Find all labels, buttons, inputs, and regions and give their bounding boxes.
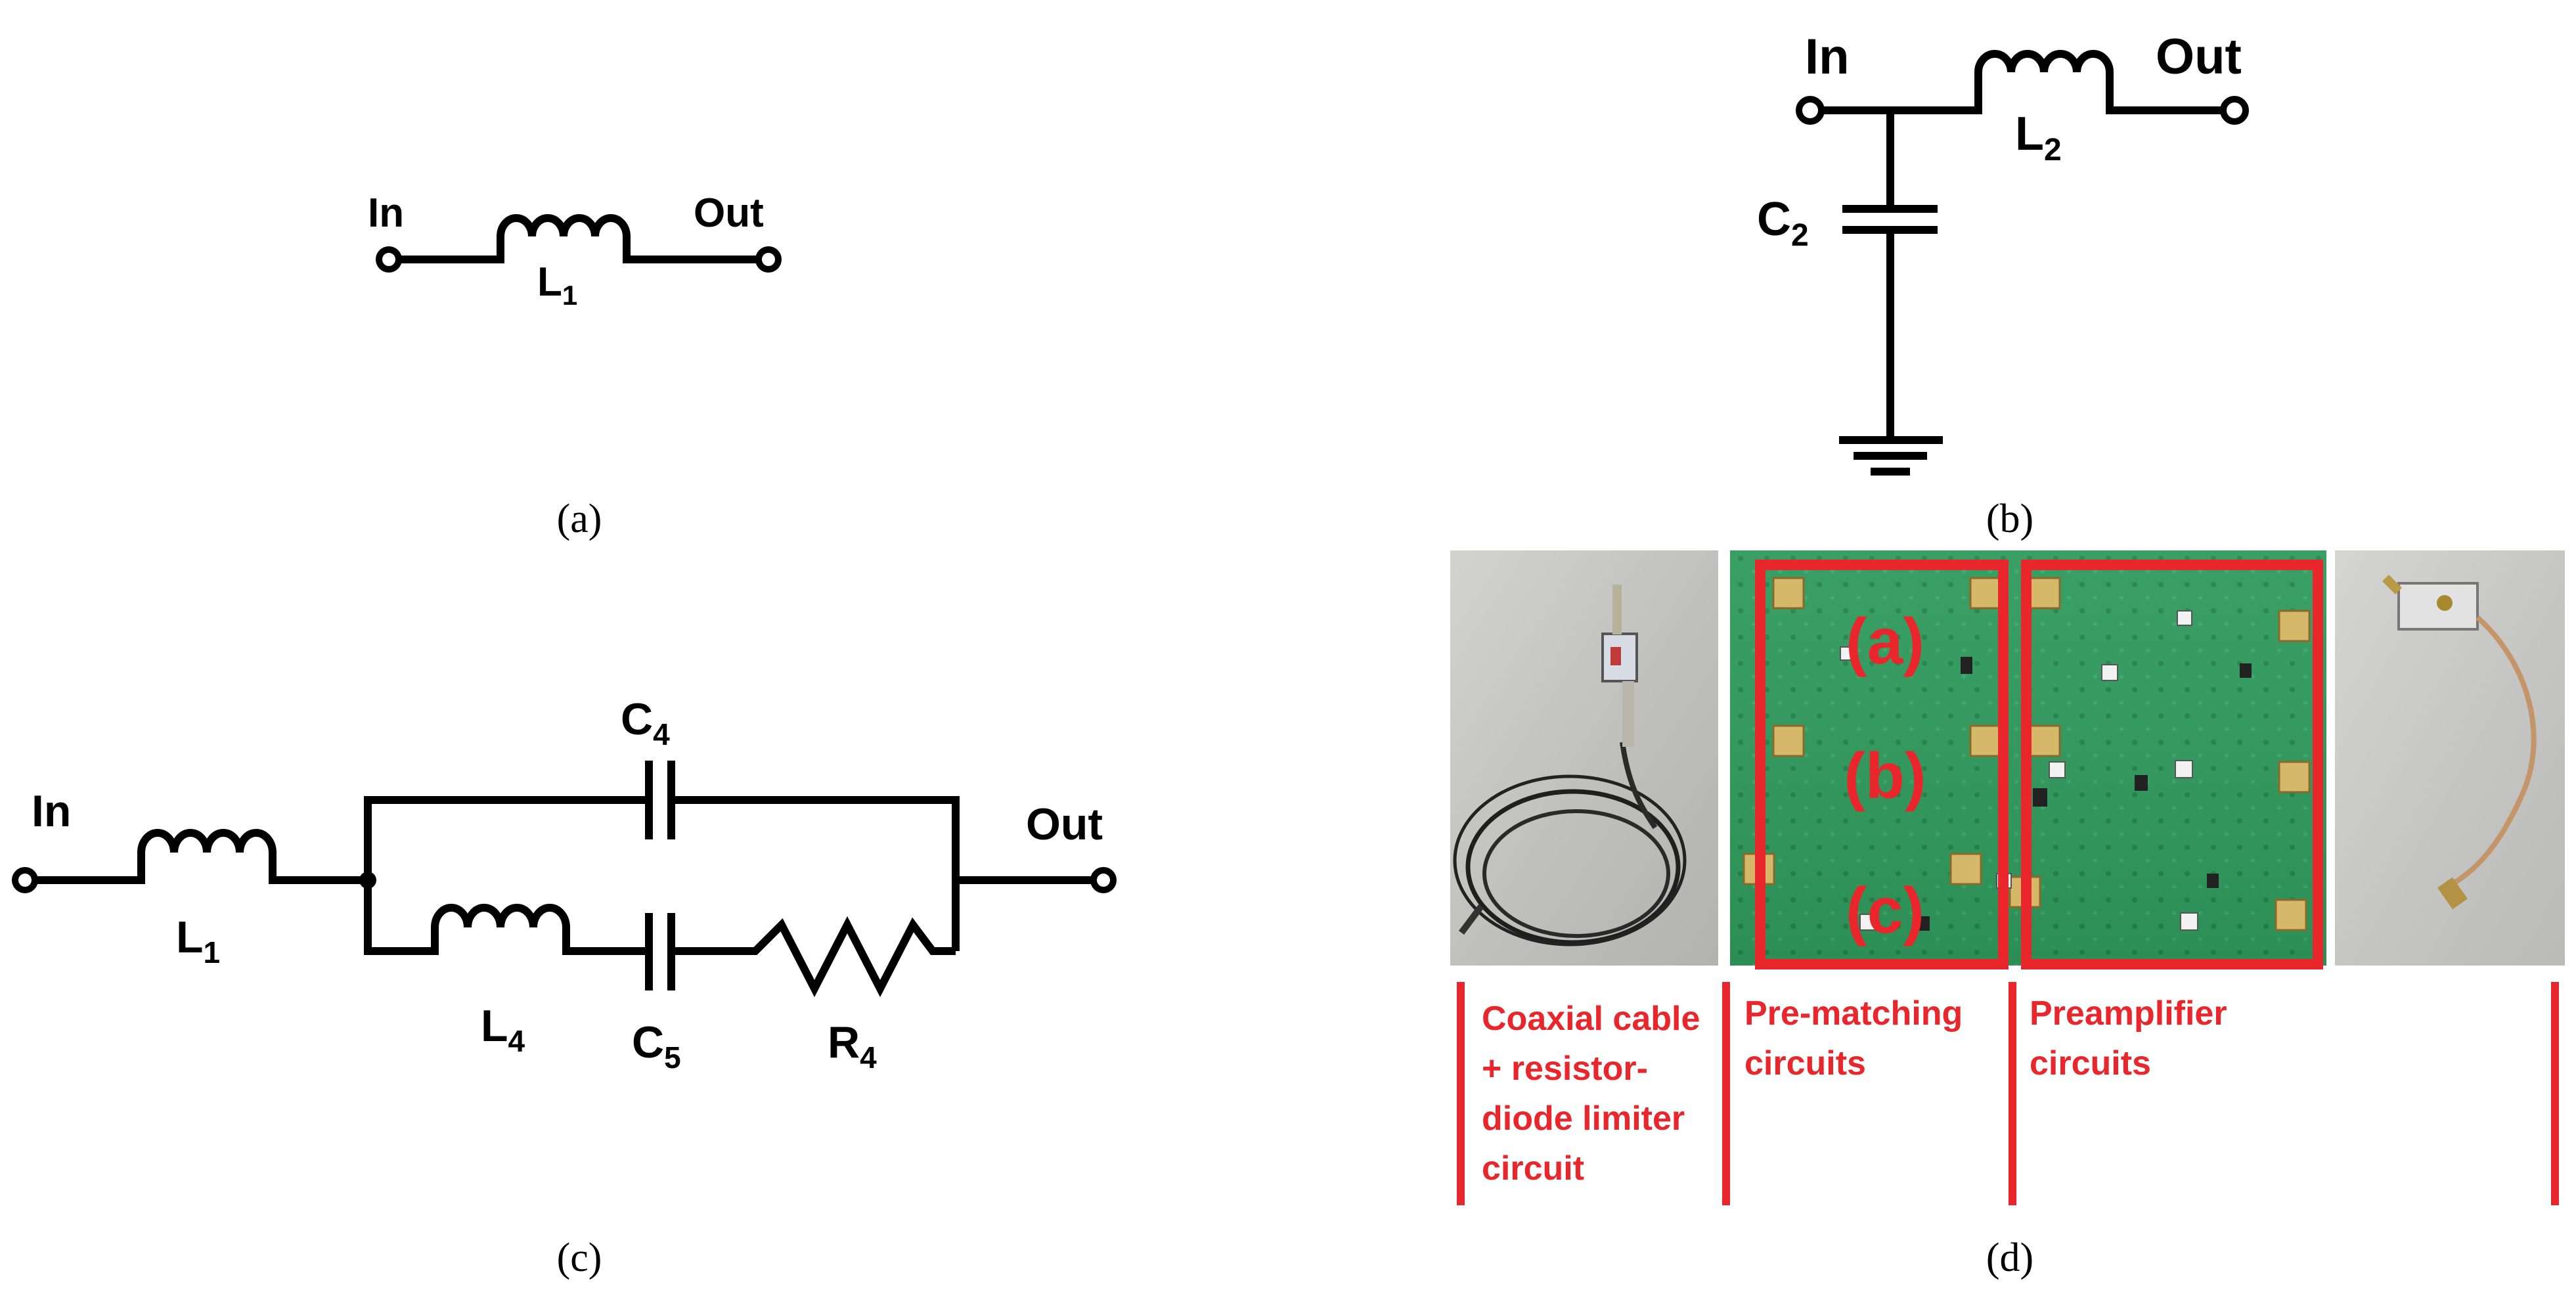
pre-matching-region-box (1755, 560, 2009, 969)
pcb-photo: (a) (b) (c) (1730, 550, 2326, 969)
panel-c-caption: (c) (557, 1235, 602, 1280)
panel-a-input-terminal (376, 246, 402, 273)
section-label-pre-matching: Pre-matching circuits (1744, 994, 1972, 1082)
panel-d-caption: (d) (1986, 1235, 2033, 1280)
panel-a-wire (397, 214, 762, 263)
panel-a-caption: (a) (557, 497, 602, 541)
panel-b-caption: (b) (1986, 497, 2033, 541)
panel-b-out-label: Out (2156, 29, 2242, 85)
panel-c-input-terminal (12, 867, 38, 893)
panel-b-inductor-label: L2 (2015, 108, 2062, 167)
board-mark-a: (a) (1846, 605, 1924, 677)
panel-c-top-branch-wire (364, 796, 960, 951)
panel-c-bottom-branch-wire (364, 880, 956, 998)
panel-b-input-terminal (1796, 96, 1825, 125)
panel-c-input-wire (34, 829, 368, 884)
panel-b-lc-circuit: In Out L2 C2 (1757, 29, 2249, 476)
panel-b-capacitor-label: C2 (1757, 193, 1809, 253)
board-mark-b: (b) (1844, 740, 1926, 812)
panel-b-output-terminal (2220, 96, 2249, 125)
preamplifier-module-photo (2335, 550, 2565, 966)
panel-c-c4-label: C4 (621, 694, 670, 751)
coaxial-cable-photo (1450, 550, 1718, 966)
board-mark-c: (c) (1846, 874, 1924, 946)
panel-c-in-label: In (32, 786, 71, 836)
panel-d-photo-composite: (a) (b) (c) Coaxial cable + resistor- di… (1450, 550, 2565, 1205)
panel-c-l4-label: L4 (481, 1001, 525, 1058)
panel-a-inductor-label: L1 (537, 259, 577, 311)
preamplifier-region-box (2021, 560, 2323, 969)
panel-a-out-label: Out (694, 190, 764, 236)
panel-b-in-label: In (1805, 29, 1850, 85)
panel-c-out-label: Out (1026, 799, 1103, 849)
panel-b-series-wire (1818, 50, 2227, 114)
panel-c-c5-label: C5 (632, 1017, 681, 1075)
panel-a-output-terminal (755, 246, 782, 273)
panel-c-r4-label: R4 (828, 1017, 877, 1075)
panel-a-in-label: In (368, 190, 404, 236)
panel-c-l1-label: L1 (176, 912, 220, 969)
panel-b-ground-icon (1839, 436, 1943, 476)
panel-a-inductor-circuit: In Out L1 (368, 190, 782, 311)
panel-c-network-circuit: In Out L1 C4 L4 C5 R4 (12, 694, 1117, 1075)
section-label-coaxial-limiter: Coaxial cable + resistor- diode limiter … (1482, 1000, 1710, 1188)
section-label-preamplifier: Preamplifier circuits (2030, 994, 2236, 1082)
panel-c-output-terminal (1090, 867, 1117, 893)
